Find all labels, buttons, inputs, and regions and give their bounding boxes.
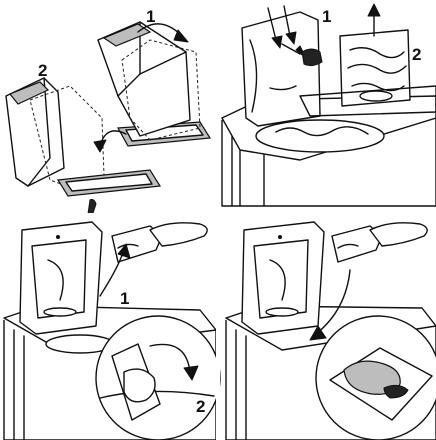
- hand-icon: [369, 222, 428, 247]
- step-number-1: 1: [146, 7, 155, 26]
- panel-bottom-right: [225, 221, 436, 440]
- step-number-2: 2: [196, 397, 205, 416]
- step-number-1: 1: [120, 289, 129, 308]
- hand-icon: [149, 222, 208, 247]
- step-number-2: 2: [412, 45, 421, 64]
- step-number-1: 1: [322, 7, 331, 26]
- step-number-2: 2: [38, 61, 47, 80]
- washer-lid: [241, 11, 321, 127]
- filter-clip-icon: [301, 48, 323, 67]
- filter-housing-detail: [343, 360, 401, 395]
- detail-circle: [95, 315, 221, 440]
- hand-icon: [123, 368, 156, 403]
- panel-top-right: 1 2: [221, 3, 436, 207]
- panel-top-left: 1 2: [5, 7, 212, 218]
- panel-bottom-left: 1 2: [3, 221, 221, 440]
- filter-clip-icon: [383, 384, 409, 399]
